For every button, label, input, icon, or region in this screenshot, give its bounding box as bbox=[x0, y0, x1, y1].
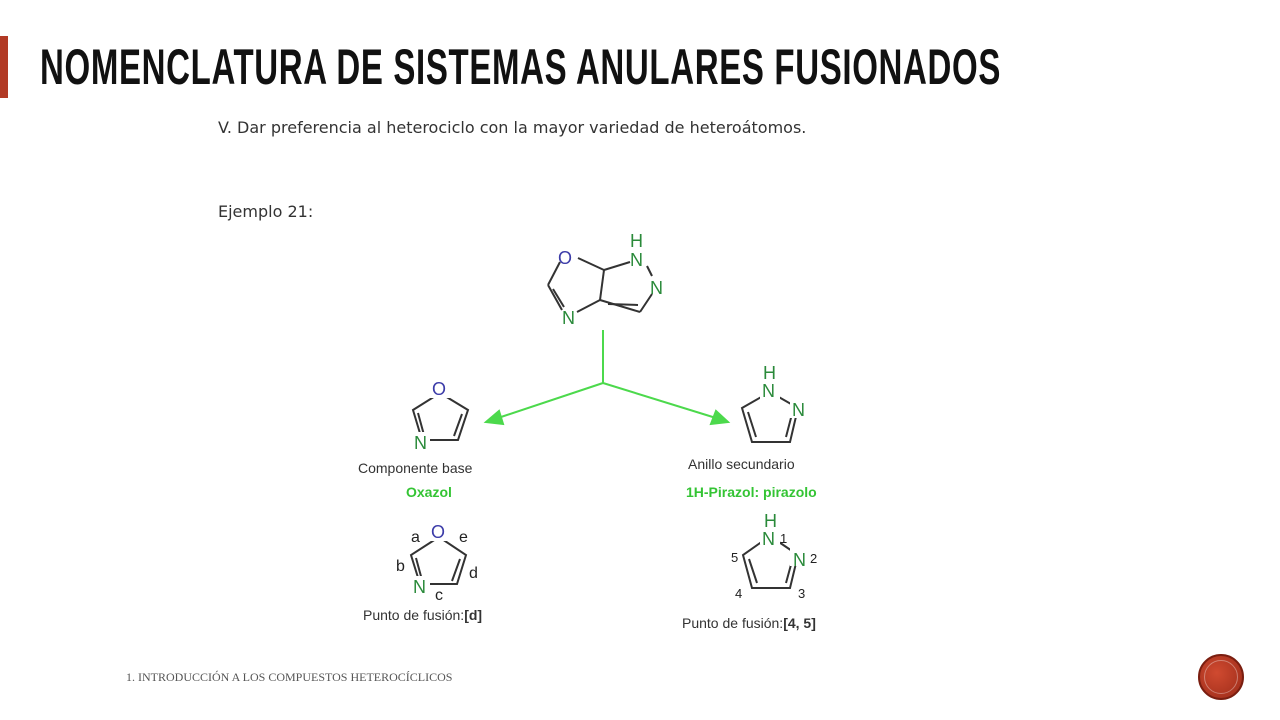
position-label: a bbox=[411, 529, 420, 546]
nitrogen-atom: N bbox=[762, 381, 775, 401]
nitrogen-atom: N bbox=[630, 250, 643, 270]
hydrogen-atom: H bbox=[763, 363, 776, 383]
position-label: c bbox=[435, 587, 443, 604]
fusion-value: [4, 5] bbox=[783, 615, 816, 631]
position-number: 1 bbox=[780, 531, 787, 546]
fusion-value: [d] bbox=[464, 607, 482, 623]
oxygen-atom: O bbox=[432, 379, 446, 399]
position-number: 3 bbox=[798, 586, 805, 601]
nitrogen-atom: N bbox=[650, 278, 663, 298]
accent-bar bbox=[0, 36, 8, 98]
position-label: d bbox=[469, 565, 478, 582]
hydrogen-atom: H bbox=[630, 231, 643, 251]
nitrogen-atom: N bbox=[562, 308, 575, 328]
slide-number-badge bbox=[1198, 654, 1244, 700]
oxygen-atom: O bbox=[431, 522, 445, 542]
pyrazole-numbered-structure: H N N 1 2 3 4 5 bbox=[731, 511, 817, 601]
nitrogen-atom: N bbox=[413, 577, 426, 597]
position-number: 4 bbox=[735, 586, 742, 601]
pyrazole-structure: H N N bbox=[740, 363, 808, 443]
nitrogen-atom: N bbox=[793, 550, 806, 570]
slide-footer: 1. Introducción a los compuestos heteroc… bbox=[126, 670, 453, 684]
right-ring-name: 1H-Pirazol: pirazolo bbox=[686, 484, 817, 500]
oxazole-structure: O N bbox=[411, 378, 470, 453]
nitrogen-atom: N bbox=[762, 529, 775, 549]
fusion-label-text: Punto de fusión: bbox=[682, 615, 783, 631]
oxazole-labeled-structure: O N a b c d e bbox=[396, 521, 478, 604]
right-fusion-label: Punto de fusión:[4, 5] bbox=[682, 615, 816, 631]
fusion-label-text: Punto de fusión: bbox=[363, 607, 464, 623]
position-label: b bbox=[396, 558, 405, 575]
hydrogen-atom: H bbox=[764, 511, 777, 531]
nitrogen-atom: N bbox=[792, 400, 805, 420]
slide-title: Nomenclatura de sistemas anulares fusion… bbox=[40, 39, 1002, 95]
oxygen-atom: O bbox=[558, 248, 572, 268]
left-ring-name: Oxazol bbox=[406, 484, 452, 500]
left-arrowhead bbox=[483, 409, 505, 426]
example-label: Ejemplo 21: bbox=[218, 202, 314, 221]
split-arrows bbox=[483, 330, 731, 426]
rule-text: V. Dar preferencia al heterociclo con la… bbox=[218, 118, 807, 137]
fused-molecule: O N H N N bbox=[547, 231, 663, 328]
position-number: 2 bbox=[810, 551, 817, 566]
right-arrowhead bbox=[709, 409, 731, 426]
position-label: e bbox=[459, 529, 468, 546]
left-fusion-label: Punto de fusión:[d] bbox=[363, 607, 482, 623]
position-number: 5 bbox=[731, 550, 738, 565]
nitrogen-atom: N bbox=[414, 433, 427, 453]
right-caption: Anillo secundario bbox=[688, 456, 795, 472]
left-caption: Componente base bbox=[358, 460, 473, 476]
